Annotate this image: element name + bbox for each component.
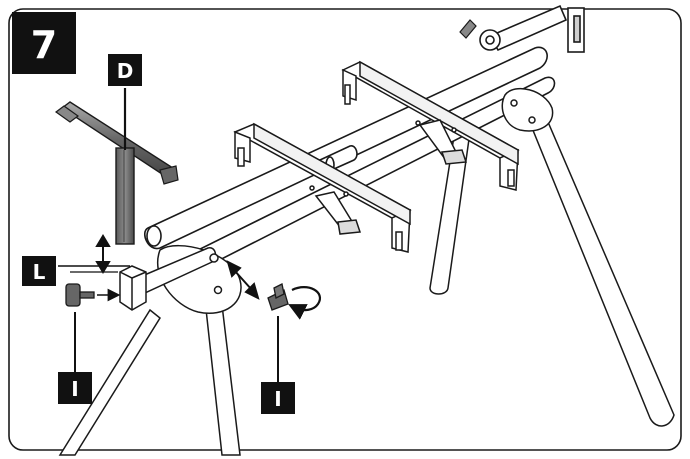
callout-l-text: L bbox=[33, 260, 46, 284]
arm-bracket-box bbox=[119, 265, 147, 311]
leg-right bbox=[526, 116, 675, 427]
mounting-bracket-far bbox=[341, 60, 520, 191]
callout-i-left: I bbox=[58, 372, 92, 404]
support-roller-d bbox=[54, 101, 179, 245]
callout-i-right-text: I bbox=[274, 387, 281, 411]
roller-post bbox=[115, 147, 135, 245]
callout-d-text: D bbox=[117, 59, 134, 83]
callout-l: L bbox=[22, 256, 56, 286]
knob-right bbox=[267, 283, 289, 311]
far-clamp-knob bbox=[459, 19, 477, 39]
stand-legs bbox=[58, 116, 675, 456]
end-plate-right bbox=[501, 87, 554, 132]
mounting-bracket-near bbox=[233, 122, 412, 253]
rotation-arrow bbox=[288, 286, 321, 320]
knob-left bbox=[65, 283, 95, 307]
height-adjust-arrow bbox=[95, 234, 111, 274]
callout-i-right: I bbox=[261, 382, 295, 414]
step-number-badge: 7 bbox=[12, 12, 76, 74]
align-arrow bbox=[226, 260, 260, 300]
leg-left-front bbox=[58, 308, 161, 456]
step-number: 7 bbox=[31, 23, 57, 67]
leg-center bbox=[429, 129, 471, 295]
extension-arm-left bbox=[119, 247, 219, 311]
callout-d: D bbox=[108, 54, 142, 86]
callout-i-left-text: I bbox=[71, 377, 78, 401]
